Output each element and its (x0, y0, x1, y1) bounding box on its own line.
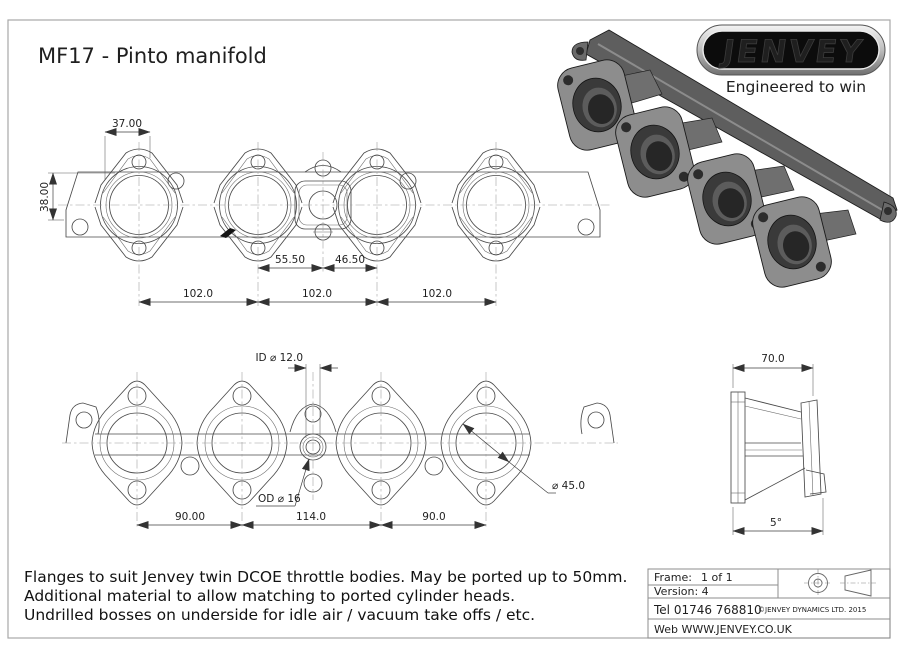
dim-id-12: ID ⌀ 12.0 (255, 352, 303, 364)
dim-37: 37.00 (112, 118, 142, 130)
dim-102-3: 102.0 (422, 288, 452, 300)
web-value: Web WWW.JENVEY.CO.UK (654, 623, 793, 636)
left-end-tab (65, 402, 100, 444)
notes-block: Flanges to suit Jenvey twin DCOE throttl… (24, 568, 627, 624)
right-end-tab (580, 402, 615, 444)
copyright-text: ©JENVEY DYNAMICS LTD. 2015 (758, 606, 866, 614)
render-flange-3 (687, 153, 767, 245)
section-mark (220, 228, 236, 238)
top-view-plate (65, 171, 601, 238)
dim-bore-45: ⌀ 45.0 (552, 480, 585, 492)
render-flange-2 (615, 106, 695, 198)
side-view: 70.0 5° (730, 353, 827, 535)
note-line-2: Additional material to allow matching to… (24, 587, 515, 605)
side-right-flange (800, 399, 822, 498)
render-flange-4 (752, 196, 832, 288)
note-line-1: Flanges to suit Jenvey twin DCOE throttl… (24, 568, 627, 586)
dim-102-1: 102.0 (183, 288, 213, 300)
projection-symbol-icon (804, 569, 876, 597)
page-title: MF17 - Pinto manifold (38, 44, 267, 68)
dim-70: 70.0 (761, 353, 784, 365)
version-value: Version: 4 (654, 585, 709, 598)
tel-value: Tel 01746 768810 (653, 603, 762, 617)
frame-label: Frame: (654, 571, 692, 584)
logo-tagline: Engineered to win (726, 78, 866, 96)
frame-value: 1 of 1 (701, 571, 733, 584)
dim-46-50: 46.50 (335, 254, 365, 266)
top-view: 37.00 38.00 55.50 46.50 102.0 102.0 102.… (39, 118, 610, 306)
dim-38: 38.00 (39, 182, 51, 212)
jenvey-logo: JENVEY Engineered to win (696, 24, 886, 96)
dim-102-2: 102.0 (302, 288, 332, 300)
manifold-3d-render (557, 29, 898, 288)
dim-od-16: OD ⌀ 16 (258, 493, 301, 505)
note-line-3: Undrilled bosses on underside for idle a… (24, 606, 535, 624)
sheet-border (7, 19, 891, 639)
dim-114: 114.0 (296, 511, 326, 523)
title-block: Frame: 1 of 1 Version: 4 Tel 01746 76881… (647, 568, 891, 639)
dim-55-50: 55.50 (275, 254, 305, 266)
dim-90-1: 90.00 (175, 511, 205, 523)
dim-5deg: 5° (770, 517, 782, 529)
logo-brand-text: JENVEY (718, 34, 866, 70)
dim-90-2: 90.0 (422, 511, 445, 523)
bottom-view: ID ⌀ 12.0 OD ⌀ 16 ⌀ 45.0 90.00 114.0 90.… (62, 352, 618, 529)
